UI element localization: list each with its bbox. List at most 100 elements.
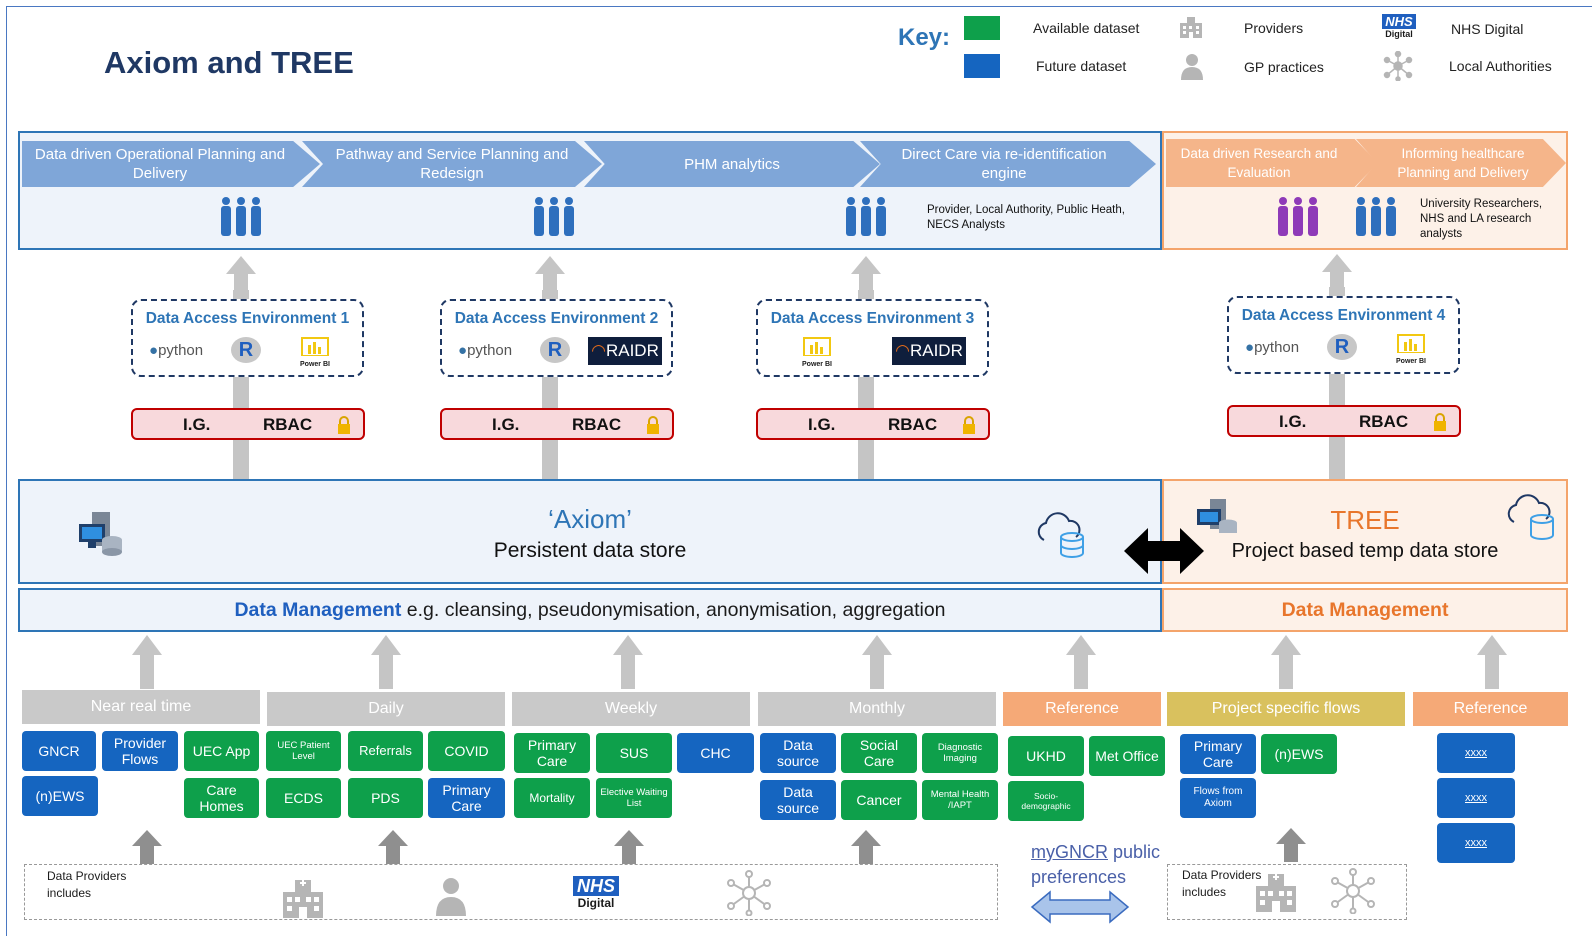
power-bi-label: Power BI (802, 361, 832, 368)
axiom-users-text: Provider, Local Authority, Public Heath,… (927, 204, 1125, 231)
dataset-tile[interactable]: Mental Health /IAPT (922, 780, 998, 820)
data-management-label: Data Management (234, 599, 402, 621)
nhs-digital-logo: NHS Digital (1382, 14, 1416, 40)
chevron-informing: Informing healthcare Planning and Delive… (1356, 139, 1566, 187)
nhs-logo-text: NHS (573, 876, 619, 896)
dataset-tile[interactable]: xxxx (1437, 778, 1515, 818)
data-access-environment-4[interactable]: Data Access Environment 4 ●python R Powe… (1227, 296, 1460, 374)
dataset-tile[interactable]: UEC Patient Level (266, 731, 341, 771)
dataset-tile[interactable]: Diagnostic Imaging (922, 733, 998, 773)
data-management-description: e.g. cleansing, pseudonymisation, anonym… (401, 599, 946, 621)
providers-label: Data Providers includes (47, 869, 127, 900)
up-arrow (535, 256, 565, 292)
dataset-tile[interactable]: (n)EWS (22, 776, 98, 816)
dataset-tile[interactable]: UEC App (184, 731, 259, 771)
hospital-icon (1180, 17, 1202, 38)
dataset-tile[interactable]: COVID (428, 731, 505, 771)
dataset-tile[interactable]: Primary Care (428, 778, 505, 818)
r-logo: R (1327, 334, 1357, 360)
dataset-tile[interactable]: Met Office (1089, 736, 1165, 776)
ig-label: I.G. (1279, 412, 1307, 431)
power-bi-logo: Power BI (1392, 333, 1430, 366)
environment-title: Data Access Environment 1 (145, 310, 350, 327)
dataset-tile[interactable]: xxxx (1437, 823, 1515, 863)
environment-title: Data Access Environment 3 (770, 310, 975, 327)
python-logo: ●python (1245, 339, 1300, 356)
mygncr-link[interactable]: myGNCR (1031, 842, 1108, 862)
rbac-label: RBAC (888, 415, 938, 434)
up-arrow (1276, 828, 1306, 862)
environment-title: Data Access Environment 4 (1241, 307, 1446, 324)
dataset-tile[interactable]: Primary Care (1180, 734, 1256, 774)
lock-icon (647, 416, 659, 434)
dataset-tile[interactable]: Referrals (348, 731, 423, 771)
up-arrow (132, 635, 162, 689)
ig-label: I.G. (808, 415, 836, 434)
dataset-tile[interactable]: Elective Waiting List (596, 778, 672, 818)
bidirectional-arrow (1124, 528, 1204, 574)
dataset-tile[interactable]: Data source (760, 780, 836, 820)
data-access-environment-1[interactable]: Data Access Environment 1 ●python R Powe… (131, 299, 364, 377)
band-reference: Reference (1003, 692, 1161, 726)
data-access-environment-2[interactable]: Data Access Environment 2 ●python R ◠RAI… (440, 299, 673, 377)
power-bi-label: Power BI (300, 361, 330, 368)
data-providers-box (24, 864, 998, 920)
up-arrow (371, 635, 401, 689)
dataset-tile[interactable]: Data source (760, 733, 836, 773)
up-arrow (1271, 635, 1301, 689)
power-bi-label: Power BI (1396, 358, 1426, 365)
tree-data-providers-box (1167, 864, 1407, 920)
up-arrow (1322, 254, 1352, 290)
key-label: Key: (898, 24, 951, 51)
lock-icon (1434, 413, 1446, 431)
dataset-tile[interactable]: Primary Care (514, 733, 590, 773)
data-access-environment-3[interactable]: Data Access Environment 3 Power BI ◠RAID… (756, 299, 989, 377)
rbac-label: RBAC (263, 415, 313, 434)
cloud-database-icon (1507, 494, 1554, 540)
python-logo: ●python (149, 342, 204, 359)
local-authority-network-icon (1383, 51, 1413, 81)
dataset-tile[interactable]: Cancer (841, 780, 917, 820)
chevron-pathway: Pathway and Service Planning and Redesig… (302, 141, 602, 187)
dataset-tile[interactable]: Provider Flows (102, 731, 178, 771)
dataset-tile[interactable]: UKHD (1008, 736, 1084, 776)
key-providers: Providers (1244, 20, 1304, 36)
users-icon (1356, 197, 1396, 236)
band-monthly: Monthly (758, 692, 996, 726)
dataset-tile[interactable]: PDS (348, 778, 423, 818)
python-label: python (467, 342, 513, 359)
raidr-logo: ◠RAIDR (892, 337, 966, 365)
dataset-tile[interactable]: Socio-demographic (1008, 781, 1084, 821)
users-icon (221, 197, 261, 236)
dataset-tile[interactable]: SUS (596, 733, 672, 773)
r-logo: R (540, 337, 570, 363)
local-authority-network-icon (727, 870, 771, 916)
dataset-tile[interactable]: Flows from Axiom (1180, 778, 1256, 818)
mygncr-preferences[interactable]: myGNCR public preferences (1031, 840, 1160, 890)
up-arrow (614, 830, 644, 864)
key-gp: GP practices (1244, 59, 1324, 75)
bidirectional-arrow (1030, 890, 1130, 924)
cloud-database-icon (1037, 512, 1084, 558)
band-project-specific: Project specific flows (1167, 692, 1405, 726)
dataset-tile[interactable]: xxxx (1437, 733, 1515, 773)
tree-name: TREE (1330, 505, 1400, 535)
gp-icon (1181, 54, 1203, 80)
page-title: Axiom and TREE (104, 45, 354, 80)
tree-providers-label: Data Providers includes (1182, 868, 1262, 899)
users-icon (534, 197, 574, 236)
dataset-tile[interactable]: Social Care (841, 733, 917, 773)
nhs-digital-logo: NHS Digital (573, 876, 619, 911)
dataset-tile[interactable]: GNCR (22, 731, 96, 771)
dataset-tile[interactable]: CHC (677, 733, 754, 773)
dataset-tile[interactable]: Care Homes (184, 778, 259, 818)
dataset-tile[interactable]: Mortality (514, 778, 590, 818)
dataset-tile[interactable]: ECDS (266, 778, 341, 818)
up-arrow (378, 830, 408, 864)
governance-bar-2: I.G. RBAC (440, 408, 674, 440)
hospital-icon (1256, 874, 1296, 912)
ig-label: I.G. (492, 415, 520, 434)
dataset-tile[interactable]: (n)EWS (1261, 734, 1337, 774)
raidr-logo: ◠RAIDR (588, 337, 662, 365)
raidr-label: RAIDR (909, 341, 963, 360)
